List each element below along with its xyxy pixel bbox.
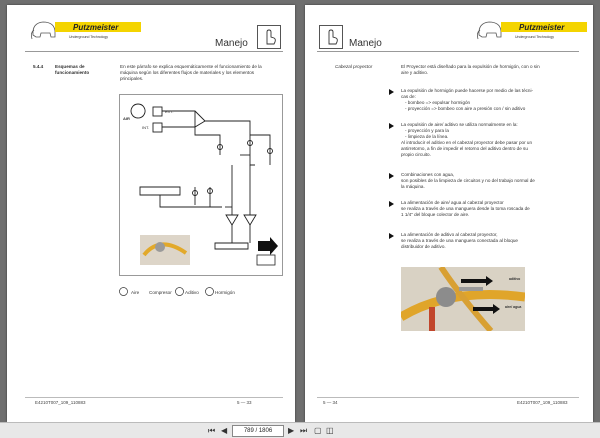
left-page: Putzmeister Underground Technology Manej… — [7, 5, 295, 422]
bullet-arrow-icon — [389, 233, 394, 239]
item-line: Al introducir el aditivo en el cabezal p… — [401, 140, 532, 145]
brand-sub: Underground Technology — [69, 35, 109, 39]
section-title-1: Esquemas de — [55, 64, 85, 69]
item-line: se realiza a través de una manguera cone… — [401, 238, 518, 243]
footer-code: E4210T007_109_110883 — [517, 400, 568, 405]
bullet-arrow-icon — [389, 123, 394, 129]
item-line: distribuidor de aditivo. — [401, 244, 446, 249]
bullet-arrow-icon — [389, 89, 394, 95]
photo-label-top: aditivo — [509, 277, 521, 281]
item-line: propio circuito. — [401, 152, 431, 157]
intro-line: En este párrafo se explica esquemáticame… — [120, 64, 262, 69]
item-line: son posibles de la limpieza de circuitos… — [401, 178, 535, 183]
legend: Aire Compresor Aditivo Hormigón — [119, 287, 269, 299]
intro-line: aire y aditivo. — [401, 70, 429, 75]
putzmeister-logo: Putzmeister Underground Technology — [475, 17, 590, 45]
right-page: Manejo Putzmeister Underground Technolog… — [305, 5, 593, 422]
page-title: Manejo — [215, 38, 248, 49]
previous-page-icon[interactable]: ◀ — [221, 426, 228, 435]
putzmeister-logo: Putzmeister Underground Technology — [29, 17, 144, 45]
next-page-icon[interactable]: ▶ — [288, 426, 295, 435]
legend-label: Hormigón — [215, 290, 235, 295]
item-line: Combinaciones con agua, — [401, 172, 455, 177]
header-rule — [317, 51, 579, 52]
page-number: 5 — 34 — [323, 400, 338, 405]
footer-rule — [317, 397, 579, 398]
legend-label: Compresor — [149, 290, 172, 295]
schematic-frame: AIR EXT. INT. — [119, 94, 283, 276]
spray-head-illustration — [398, 265, 526, 333]
brand-sub: Underground Technology — [515, 35, 555, 39]
air-label: AIR — [123, 116, 130, 121]
item-line: La alimentación de aditivo al cabezal pr… — [401, 232, 498, 237]
legend-label: Aditivo — [185, 290, 199, 295]
elephant-icon — [476, 21, 502, 40]
item-line: se realiza a través de una manguera desd… — [401, 206, 530, 211]
footer-code: E4210T007_109_110883 — [35, 400, 86, 405]
logo-bar — [501, 22, 587, 32]
schematic-diagram — [130, 103, 278, 266]
single-page-icon[interactable]: ▢ — [314, 426, 322, 435]
brand-name: Putzmeister — [519, 23, 565, 32]
item-line: La expulsión de aire/ aditivo se utiliza… — [401, 122, 518, 127]
last-page-icon[interactable]: ⏭ — [300, 426, 308, 435]
item-line: La expulsión de hormigón puede hacerse p… — [401, 88, 534, 93]
header-rule — [25, 51, 283, 52]
intro-line: principales. — [120, 76, 144, 81]
viewer-toolbar: ⏮ ◀ 789 / 1806 ▶ ⏭ ▢ ◫ — [0, 422, 600, 438]
footer-rule — [25, 397, 283, 398]
item-line: antirretorno, a fin de impedir el retorn… — [401, 146, 528, 151]
bullet-arrow-icon — [389, 173, 394, 179]
item-line: 1 1/4" del bloque colector de aire. — [401, 212, 470, 217]
item-line: - limpieza de la línea. — [405, 134, 449, 139]
brand-name: Putzmeister — [73, 23, 119, 32]
first-page-icon[interactable]: ⏮ — [208, 426, 216, 435]
spray-head-photo — [398, 265, 526, 333]
bullet-arrow-icon — [389, 201, 394, 207]
ext-label: EXT. — [165, 109, 174, 114]
item-line: - proyección => bombeo con aire a presió… — [405, 106, 526, 111]
section-title-2: funcionamiento — [55, 70, 90, 75]
photo-label-bottom: aire/ agua — [505, 305, 522, 309]
item-line: - proyección y para la — [405, 128, 449, 133]
legend-label: Aire — [131, 290, 140, 295]
additive-icon — [175, 287, 184, 296]
item-line: cas de: — [401, 94, 416, 99]
hand-pointer-icon — [319, 25, 343, 49]
intro-line: El Proyector está diseñado para la expul… — [401, 64, 540, 69]
section-number: 5.4.4 — [33, 64, 44, 69]
int-label: INT. — [142, 125, 150, 130]
side-title: Cabezal proyector — [335, 64, 373, 69]
intro-line: máquina según los diferentes flujos de m… — [120, 70, 255, 75]
double-page-icon[interactable]: ◫ — [326, 426, 334, 435]
page-number: 5 — 33 — [237, 400, 252, 405]
concrete-icon — [205, 287, 214, 296]
air-icon — [119, 287, 128, 296]
item-line: la máquina. — [401, 184, 425, 189]
item-line: - bombeo => expulsar hormigón — [405, 100, 471, 105]
hand-pointer-icon — [257, 25, 281, 49]
elephant-icon — [30, 21, 56, 40]
logo-bar — [55, 22, 141, 32]
page-number-field[interactable]: 789 / 1806 — [232, 425, 284, 437]
item-line: La alimentación de aire/ agua al cabezal… — [401, 200, 504, 205]
page-title: Manejo — [349, 38, 382, 49]
